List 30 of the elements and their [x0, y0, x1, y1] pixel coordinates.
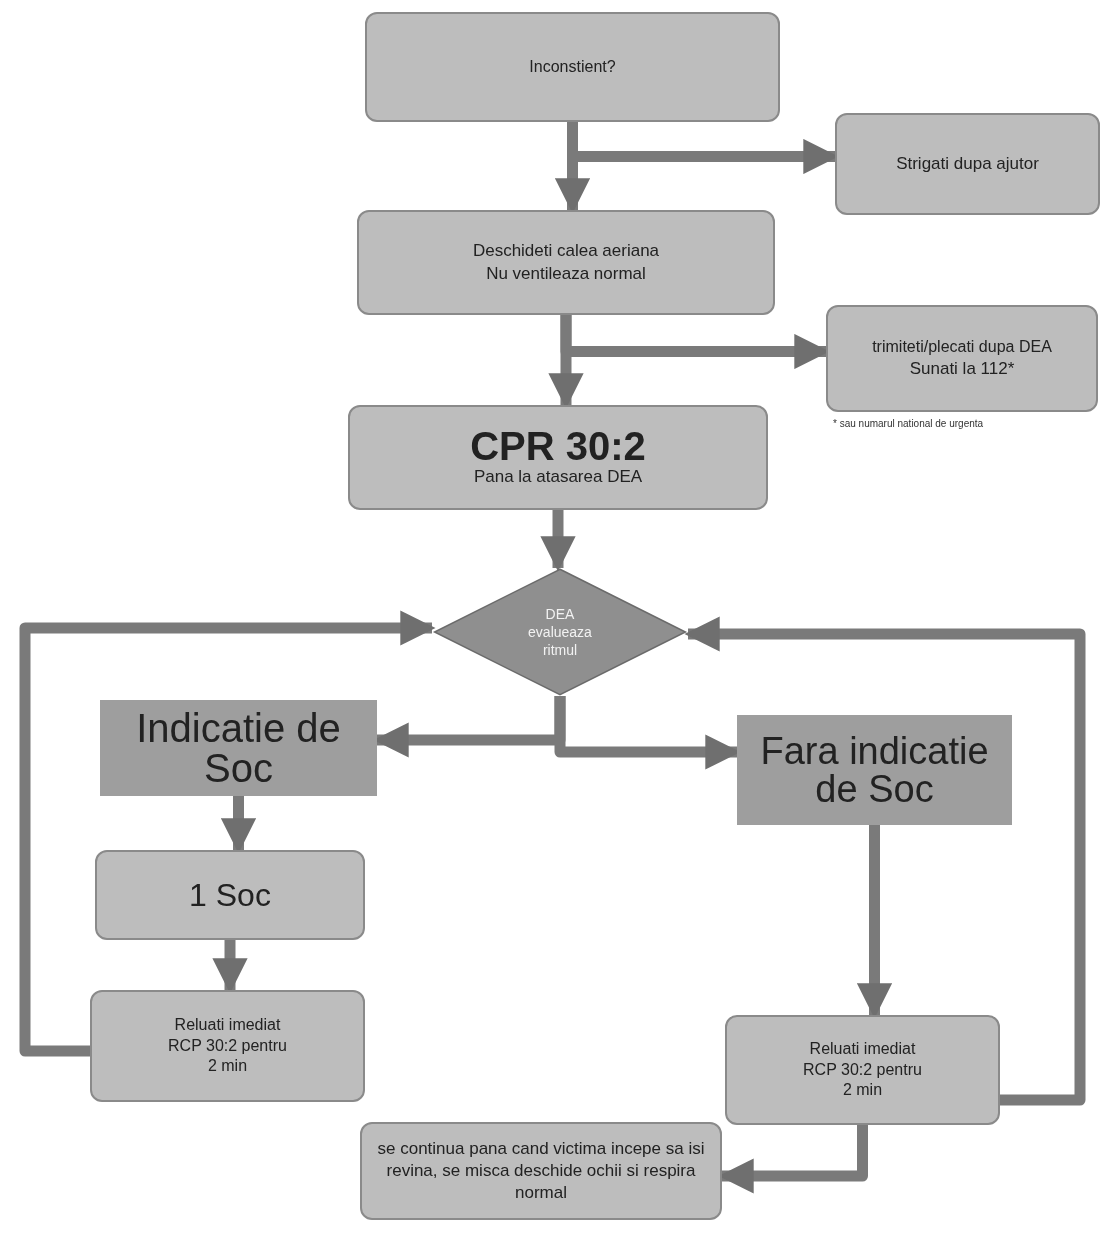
process-box [365, 12, 780, 122]
arrow [19, 610, 436, 1057]
node-text: trimiteti/plecati dupa DEA [872, 337, 1052, 358]
node-text: CPR 30:2 [470, 426, 646, 467]
node-text: Nu ventileaza normal [486, 262, 646, 285]
process-box [357, 210, 775, 315]
node-text: Deschideti calea aeriana [472, 240, 660, 263]
process-box [725, 1015, 1000, 1125]
process-box [95, 850, 365, 940]
node-text: 1 Soc [189, 879, 271, 911]
node-text: Inconstient? [529, 56, 616, 77]
process-box [100, 700, 377, 796]
node-text: Sunati la 112* [909, 357, 1015, 380]
process-box [826, 305, 1098, 412]
process-box [360, 1122, 722, 1220]
node-text: Fara indicatie de Soc [759, 732, 990, 808]
process-box [835, 113, 1100, 215]
arrow [684, 616, 1086, 1106]
node-text: Reluati imediat RCP 30:2 pentru 2 min [167, 1014, 288, 1077]
process-box [737, 715, 1012, 825]
process-box [348, 405, 768, 510]
node-text: Reluati imediat RCP 30:2 pentru 2 min [802, 1038, 923, 1101]
node-text: se continua pana cand victima incepe sa isi revina, se misca deschide ochii si respira normal [376, 1137, 706, 1205]
arrow [540, 510, 576, 572]
node-text: Strigati dupa ajutor [896, 152, 1039, 175]
node-text: Indicatie de Soc [135, 708, 342, 788]
node-text: Pana la atasarea DEA [473, 466, 643, 489]
decision-diamond [432, 568, 688, 696]
process-box [90, 990, 365, 1102]
node-text: DEA evalueaza ritmul [527, 604, 593, 660]
